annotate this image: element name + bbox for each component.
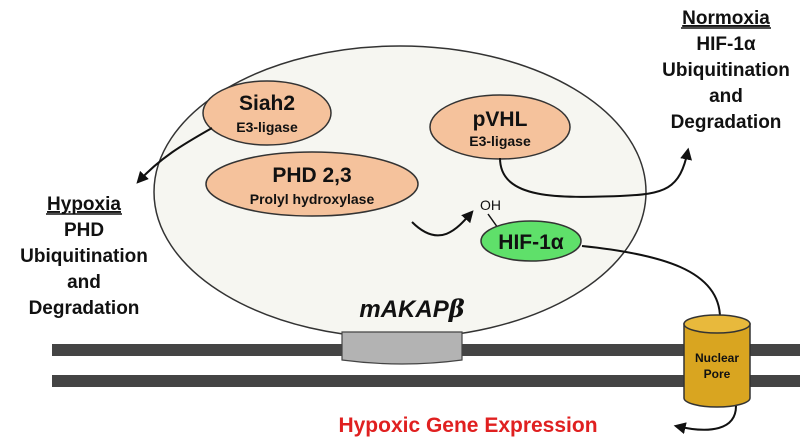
- siah2-enzyme: [202, 80, 332, 146]
- siah2-role: E3-ligase: [236, 119, 298, 135]
- nuclear-membrane-inner: [52, 375, 684, 387]
- makap-label: mAKAPβ: [359, 294, 464, 323]
- hypoxia-heading: Hypoxia: [47, 194, 121, 215]
- hydroxyl-bond: [487, 213, 499, 229]
- hypoxia-line-1: PHD: [64, 220, 104, 241]
- pvhl-role: E3-ligase: [469, 133, 531, 149]
- hypoxia-line-2: Ubiquitination: [20, 246, 148, 267]
- normoxia-line-2: Ubiquitination: [662, 60, 790, 81]
- normoxia-line-3: and: [709, 86, 743, 107]
- hypoxia-line-3: and: [67, 272, 101, 293]
- hif-1a-label: HIF-1α: [498, 231, 564, 254]
- phd-name: PHD 2,3: [272, 164, 351, 187]
- normoxia-line-1: HIF-1α: [696, 34, 756, 55]
- nuclear-pore-line1: Nuclear: [695, 351, 739, 365]
- beta-symbol: β: [448, 294, 465, 323]
- normoxia-line-4: Degradation: [671, 112, 782, 133]
- phd-role: Prolyl hydroxylase: [250, 191, 375, 207]
- nuclear-pore-body: [683, 323, 751, 408]
- hypoxia-line-4: Degradation: [29, 298, 140, 319]
- hydroxylation-arrow: [411, 210, 474, 237]
- gene-expression-label: Hypoxic Gene Expression: [338, 414, 597, 437]
- hif-1a-protein: [480, 220, 582, 262]
- gene-expression-arrow: [673, 405, 737, 435]
- hypoxia-arrow: [136, 127, 213, 184]
- phd-enzyme: [205, 151, 419, 217]
- pvhl-name: pVHL: [473, 108, 528, 131]
- siah2-name: Siah2: [239, 92, 295, 115]
- nuclear-pore-top: [683, 314, 751, 334]
- nuclear-membrane-right-inner: [750, 375, 800, 387]
- normoxia-arrow: [499, 147, 692, 198]
- nuclear-pore-line2: Pore: [704, 367, 731, 381]
- hydroxyl-label: OH: [480, 197, 501, 213]
- nuclear-membrane-right-outer: [750, 344, 800, 356]
- normoxia-heading: Normoxia: [682, 8, 770, 29]
- hif-to-pore-line: [581, 245, 721, 319]
- scaffold-anchor: [341, 331, 463, 365]
